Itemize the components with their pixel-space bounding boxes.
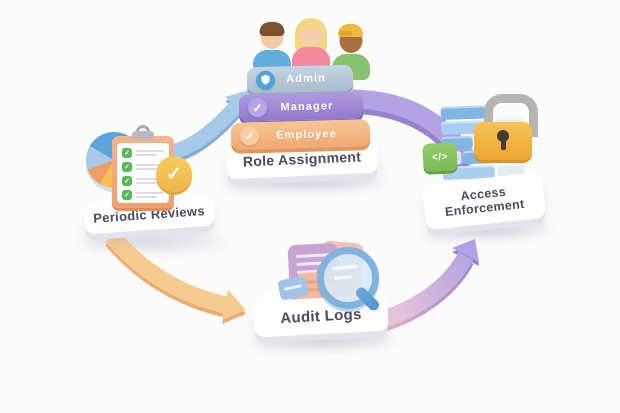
code-icon: </> [422, 142, 458, 172]
lock-shackle [484, 94, 538, 137]
notebook-lines [283, 284, 303, 291]
text-line [136, 154, 157, 156]
check-icon [247, 97, 268, 118]
clipboard-icon [112, 125, 174, 208]
text-line [136, 196, 157, 198]
checklist-row [122, 162, 164, 172]
clip [132, 131, 154, 140]
check-icon [122, 148, 132, 158]
text-line [136, 150, 164, 152]
check-icon [239, 126, 260, 146]
role-badge-employee: Employee [230, 119, 371, 150]
row-lines [136, 192, 164, 198]
keyhole [497, 130, 509, 142]
blonde-fringe-icon [299, 19, 323, 30]
lock-icon [474, 122, 532, 160]
approved-check-icon [156, 156, 192, 192]
role-badge-manager: Manager [238, 91, 364, 122]
row-lines [136, 178, 164, 184]
cap-brim [339, 31, 352, 36]
text-line [283, 284, 303, 291]
yellow-cap-icon [338, 24, 363, 37]
role-badge-label: Admin [285, 72, 327, 86]
arrow-reviews-to-logs [105, 230, 246, 324]
text-line [136, 182, 157, 184]
text-line [136, 192, 164, 194]
check-icon [122, 176, 132, 186]
brown-hair-icon [259, 22, 285, 36]
access-enforcement-label-line2: Enforcement [444, 196, 526, 220]
checklist-row [122, 190, 164, 200]
keyhole-stem [501, 139, 506, 150]
text-line [136, 168, 157, 170]
role-badge-label: Employee [275, 127, 338, 142]
role-badge-label: Manager [280, 99, 334, 114]
check-icon [122, 162, 132, 172]
check-icon [122, 190, 132, 200]
row-lines [136, 164, 164, 170]
text-line [136, 178, 164, 180]
shadow-periodic-reviews [70, 230, 240, 258]
checklist-row [122, 148, 164, 158]
role-badge-admin: Admin [246, 64, 354, 94]
text-line [136, 164, 164, 166]
row-lines [136, 150, 164, 156]
checklist-paper [117, 143, 169, 203]
checklist-row [122, 176, 164, 186]
shield-icon [255, 70, 276, 90]
